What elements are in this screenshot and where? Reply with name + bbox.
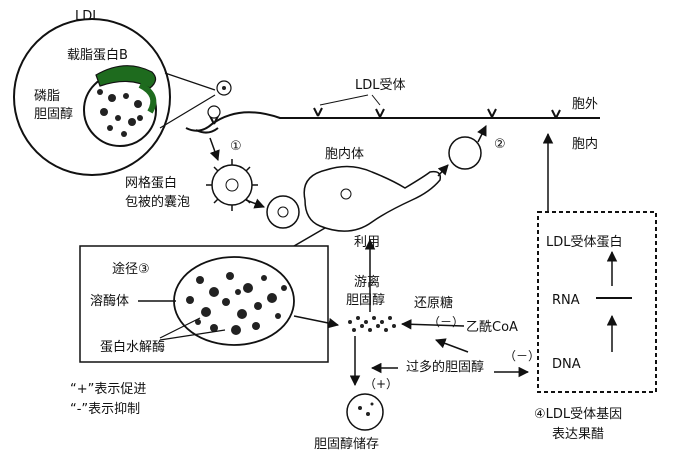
cholesterol-label: 胆固醇 <box>34 106 73 122</box>
outside-label: 胞外 <box>572 97 598 112</box>
endosome-label: 胞内体 <box>325 146 364 162</box>
ldl-on-receptor <box>207 105 221 119</box>
minus1-label: （－） <box>428 315 464 329</box>
vesicle-label-2: 包被的囊泡 <box>125 194 190 210</box>
legend-minus: “-”表示抑制 <box>70 402 140 417</box>
pathway3-label: 途径③ <box>112 261 150 277</box>
excess-chol-label: 过多的胆固醇 <box>406 359 484 375</box>
reductase-label: 还原糖 <box>414 295 453 311</box>
gene-label-2: 表达果醋 <box>552 426 604 442</box>
acetyl-coa-label: 乙酰CoA <box>466 320 518 335</box>
free-chol-label-2: 胆固醇 <box>346 292 385 308</box>
inside-label: 胞内 <box>572 136 598 152</box>
ldl-particle-small <box>216 80 232 96</box>
plasma-membrane <box>185 107 600 134</box>
lysosome-label: 溶酶体 <box>90 293 129 309</box>
pathway3-box <box>79 245 329 363</box>
uncoated-vesicle <box>266 195 300 229</box>
clathrin-coated-vesicle <box>206 159 258 211</box>
gene-expression-box <box>537 211 657 393</box>
step2-label: ② <box>494 137 506 152</box>
plus-label: （+） <box>364 377 398 391</box>
free-chol-label-1: 游离 <box>354 274 380 290</box>
minus2-label: （－） <box>504 349 540 363</box>
recycling-vesicle <box>448 136 482 170</box>
gene-label-1: ④LDL受体基因 <box>534 407 622 422</box>
ldl-particle-zoom <box>13 18 216 176</box>
use-label: 利用 <box>354 235 380 250</box>
rna-label: RNA <box>552 293 580 308</box>
vesicle-label-1: 网格蛋白 <box>125 175 177 191</box>
free-cholesterol-dots <box>348 316 396 332</box>
dna-label: DNA <box>552 357 581 372</box>
storage-droplet <box>346 393 384 431</box>
phospholipid-label: 磷脂 <box>34 89 60 104</box>
ldl-receptor-label: LDL受体 <box>355 78 406 93</box>
legend-plus: “+”表示促进 <box>70 382 146 397</box>
receptor-protein-label: LDL受体蛋白 <box>546 234 623 250</box>
apob-label: 载脂蛋白B <box>67 47 128 63</box>
ldl-label: LDL <box>75 9 100 24</box>
endosome <box>303 165 442 232</box>
protease-label: 蛋白水解酶 <box>100 339 165 355</box>
storage-label: 胆固醇储存 <box>314 436 379 452</box>
step1-label: ① <box>230 139 242 154</box>
